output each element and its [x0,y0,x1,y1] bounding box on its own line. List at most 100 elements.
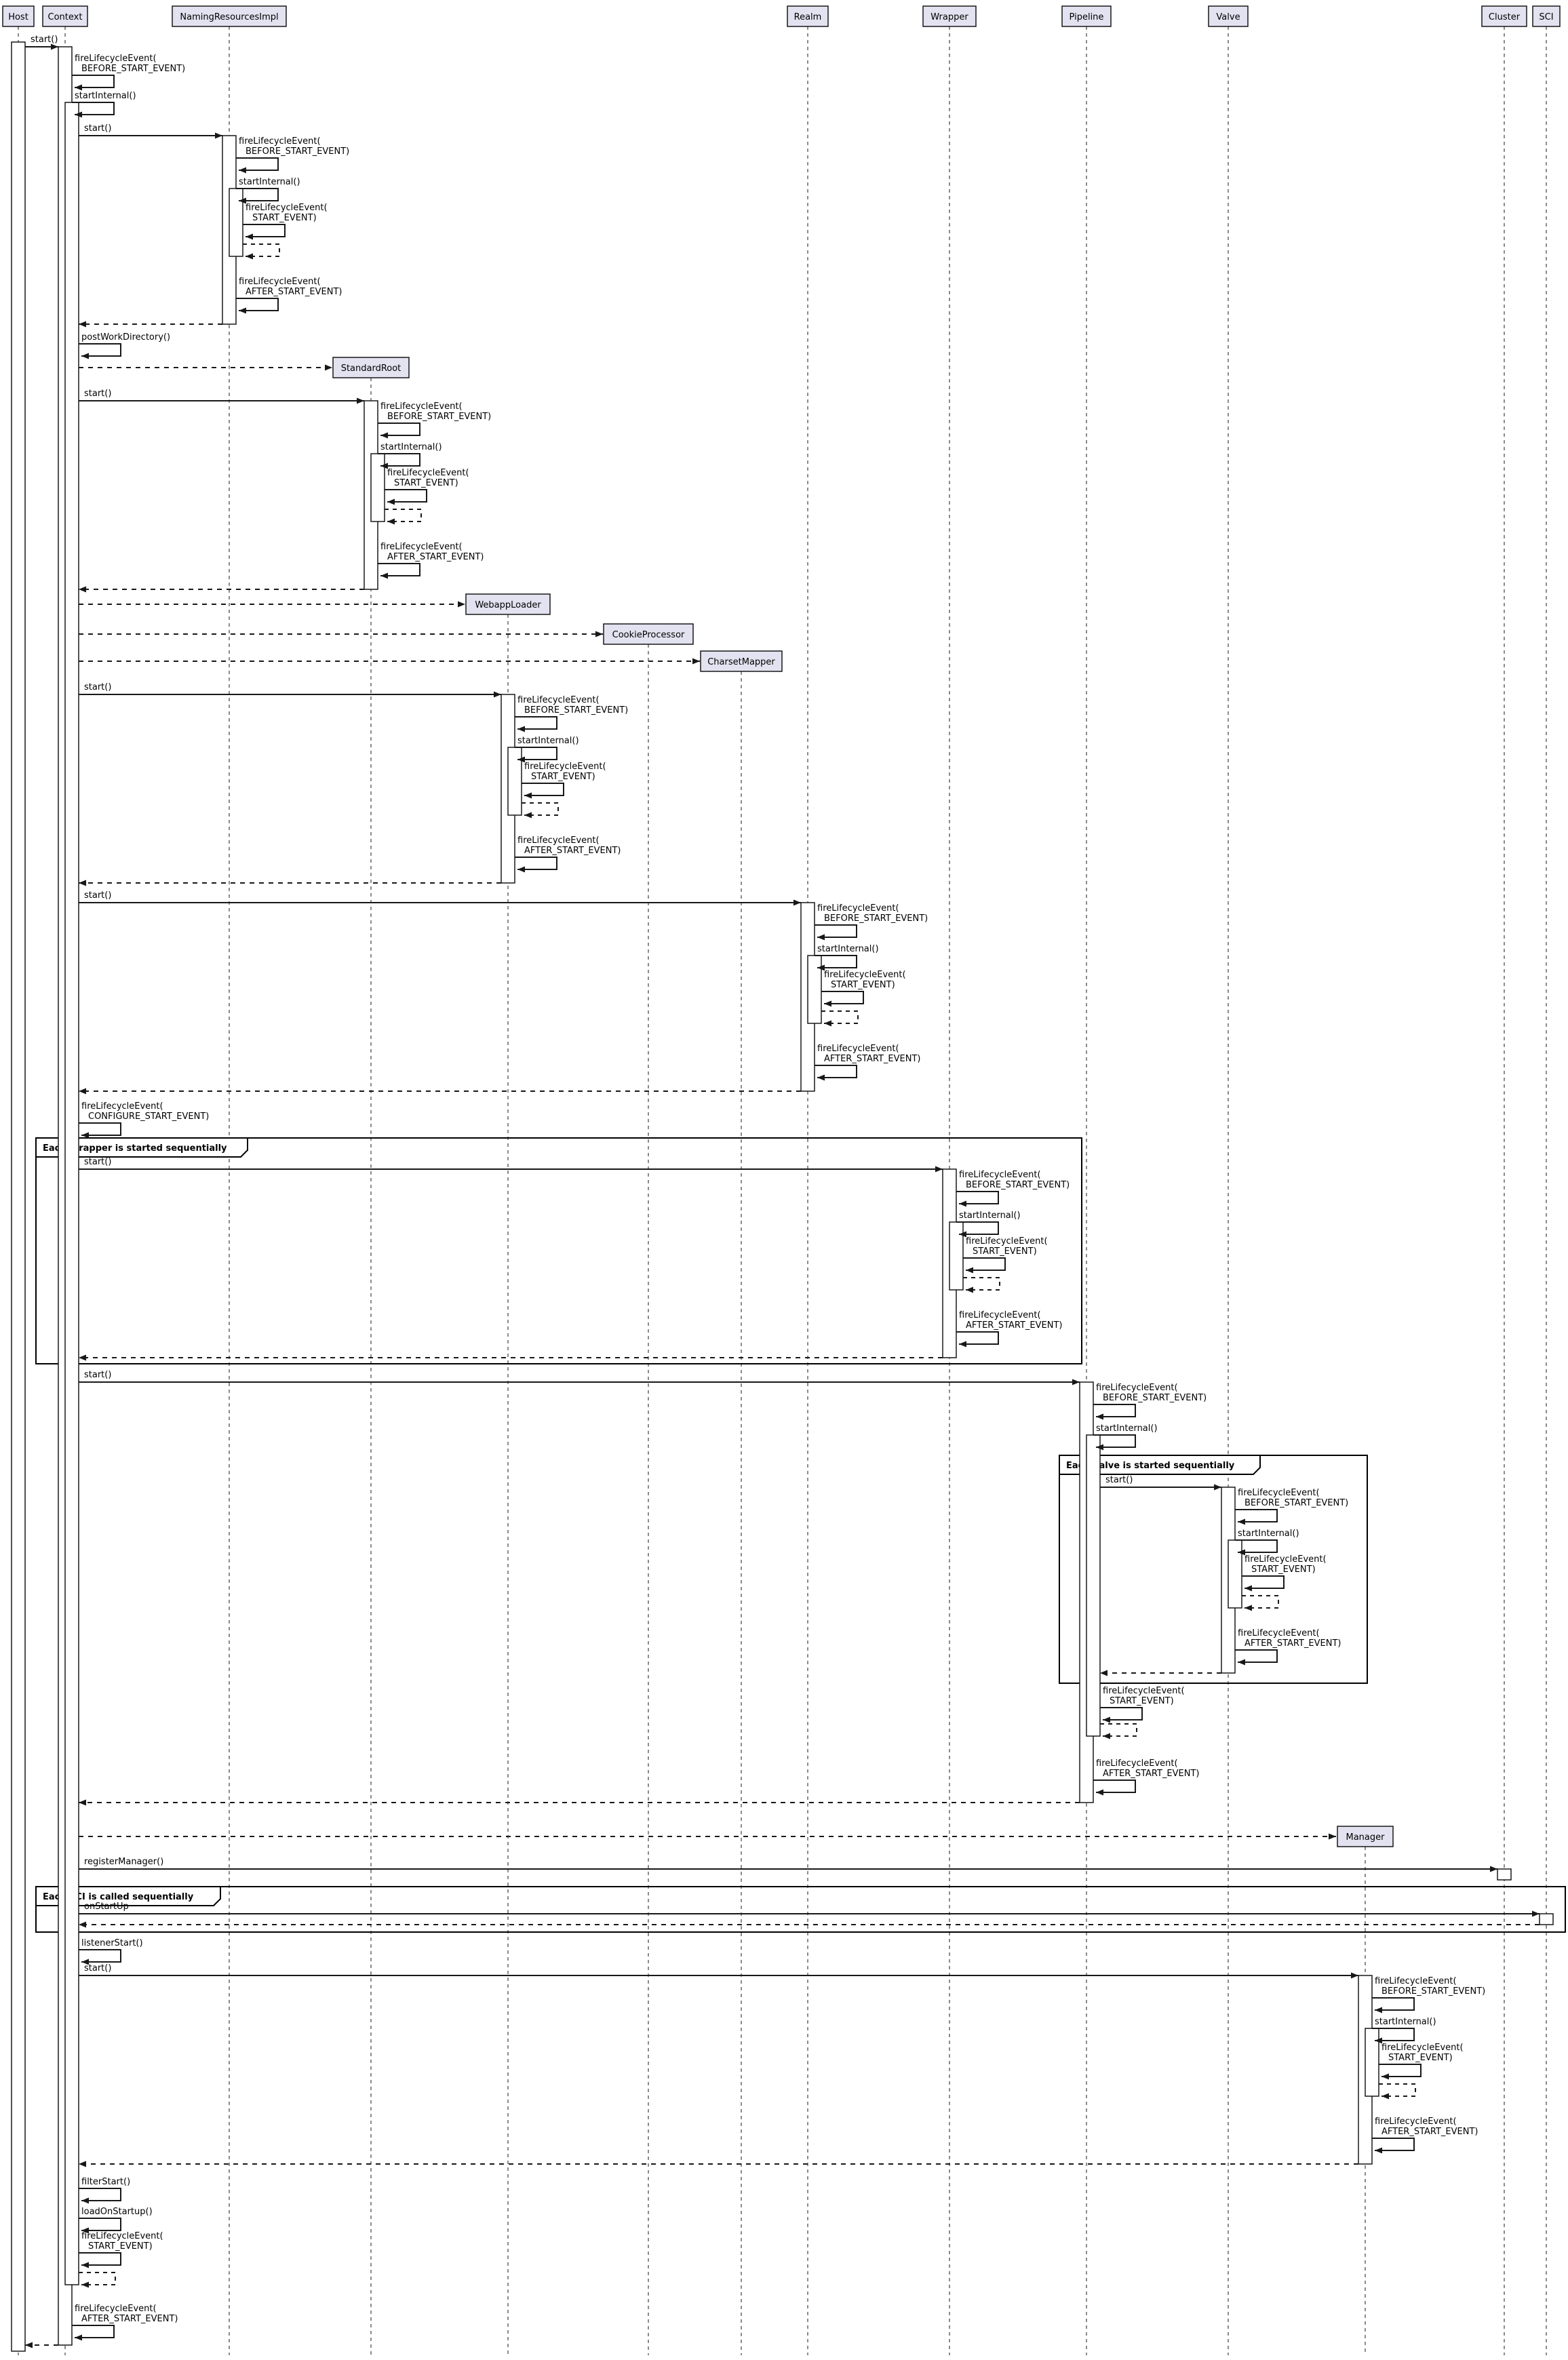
frame-title-tab [1059,1455,1261,1475]
activation-bar [11,41,26,2352]
self-arrowhead-icon [239,197,246,204]
message-self-line [79,343,121,357]
self-arrowhead-icon [1375,2007,1382,2013]
message-self-line [1235,1539,1278,1553]
create-arrowhead-icon [1329,1833,1336,1840]
message-label: startInternal() [239,177,300,187]
message-label: fireLifecycleEvent( [1238,1488,1320,1498]
message-label: start() [84,682,111,692]
return-arrowhead-icon [79,1088,86,1095]
message-label: fireLifecycleEvent( [81,1101,163,1112]
call-arrowhead-icon [1214,1484,1221,1491]
message-label: fireLifecycleEvent( [817,1044,899,1054]
self-arrowhead-icon [959,1341,966,1348]
self-arrowhead-icon [824,1000,831,1007]
message-label: fireLifecycleEvent( [959,1170,1041,1180]
participant-box-realm [787,5,829,27]
self-arrowhead-icon [1238,1659,1245,1666]
message-label: BEFORE_START_EVENT) [966,1180,1070,1190]
message-label: CONFIGURE_START_EVENT) [88,1112,209,1122]
message-label: start() [84,1370,111,1380]
self-arrowhead-icon [959,1200,966,1207]
call-arrowhead-icon [935,1166,943,1173]
participant-label-manager: Manager [1346,1832,1386,1843]
message-label: fireLifecycleEvent( [1103,1686,1185,1696]
self-arrowhead-icon [246,233,253,240]
message-label: START_EVENT) [1110,1696,1174,1706]
message-label: start() [84,1157,111,1167]
message-label: START_EVENT) [88,2241,153,2251]
self-arrowhead-icon [75,2334,82,2341]
message-self-line [815,924,857,938]
frame-title-tab [35,1137,248,1158]
message-self-line [522,783,564,796]
self-arrowhead-icon [1381,2073,1389,2080]
message-label: BEFORE_START_EVENT) [387,412,491,422]
call-arrowhead-icon [215,132,222,139]
message-label: START_EVENT) [252,213,317,223]
self-arrowhead-icon [75,111,82,118]
participant-box-standard-root [332,357,410,378]
message-selfreturn-line [522,802,559,816]
message-label: fireLifecycleEvent( [1238,1628,1320,1638]
create-arrowhead-icon [458,601,465,608]
message-self-line [1372,1997,1415,2011]
message-self-line [72,102,115,115]
self-arrowhead-icon [239,307,246,314]
create-arrowhead-icon [692,658,700,665]
message-self-line [1372,2028,1415,2041]
message-self-line [378,563,420,576]
message-label: fireLifecycleEvent( [380,542,463,552]
message-label: fireLifecycleEvent( [524,762,606,772]
message-label: AFTER_START_EVENT) [246,287,342,297]
participant-label-sci: SCI [1539,12,1553,22]
message-self-line [236,157,279,171]
selfreturn-arrowhead-icon [824,1020,831,1027]
message-self-line [1093,1779,1136,1793]
message-self-line [515,716,557,730]
self-arrowhead-icon [380,432,388,439]
message-label: fireLifecycleEvent( [517,835,600,846]
message-label: AFTER_START_EVENT) [387,552,484,562]
message-label: startInternal() [380,442,442,452]
message-label: start() [31,35,58,45]
self-arrowhead-icon [380,572,388,579]
return-arrowhead-icon [79,321,86,328]
message-label: START_EVENT) [973,1246,1037,1257]
return-arrowhead-icon [79,1354,86,1361]
activation-bar [370,453,385,522]
message-label: startInternal() [517,736,579,746]
message-label: startInternal() [959,1211,1021,1221]
self-arrowhead-icon [1103,1716,1110,1723]
message-selfreturn-line [821,1010,859,1024]
message-label: postWorkDirectory() [81,332,170,342]
message-label: fireLifecycleEvent( [387,468,469,478]
call-arrowhead-icon [357,397,364,404]
participant-label-charset-mapper: CharsetMapper [707,657,775,667]
message-self-line [72,75,115,88]
participant-label-host: Host [8,12,28,22]
selfreturn-arrowhead-icon [966,1286,973,1293]
message-label: AFTER_START_EVENT) [524,846,621,856]
participant-box-context [42,5,88,27]
return-arrowhead-icon [79,2161,86,2167]
message-label: fireLifecycleEvent( [246,203,328,213]
self-arrowhead-icon [1375,2037,1382,2044]
call-arrowhead-icon [1351,1972,1358,1979]
message-self-line [79,1122,121,1136]
return-arrowhead-icon [79,880,86,886]
message-selfreturn-line [1100,1723,1137,1737]
selfreturn-arrowhead-icon [1244,1605,1252,1611]
participant-label-standard-root: StandardRoot [341,363,401,374]
message-label: BEFORE_START_EVENT) [246,146,349,157]
call-arrowhead-icon [494,691,501,698]
call-arrowhead-icon [1532,1910,1540,1917]
self-arrowhead-icon [81,2262,89,2268]
message-self-line [963,1257,1006,1271]
call-arrowhead-icon [1490,1866,1497,1872]
message-label: start() [84,389,111,399]
message-label: startInternal() [75,91,136,101]
message-label: AFTER_START_EVENT) [1381,2127,1478,2137]
participant-box-sci [1532,5,1561,27]
message-self-line [1093,1434,1136,1448]
